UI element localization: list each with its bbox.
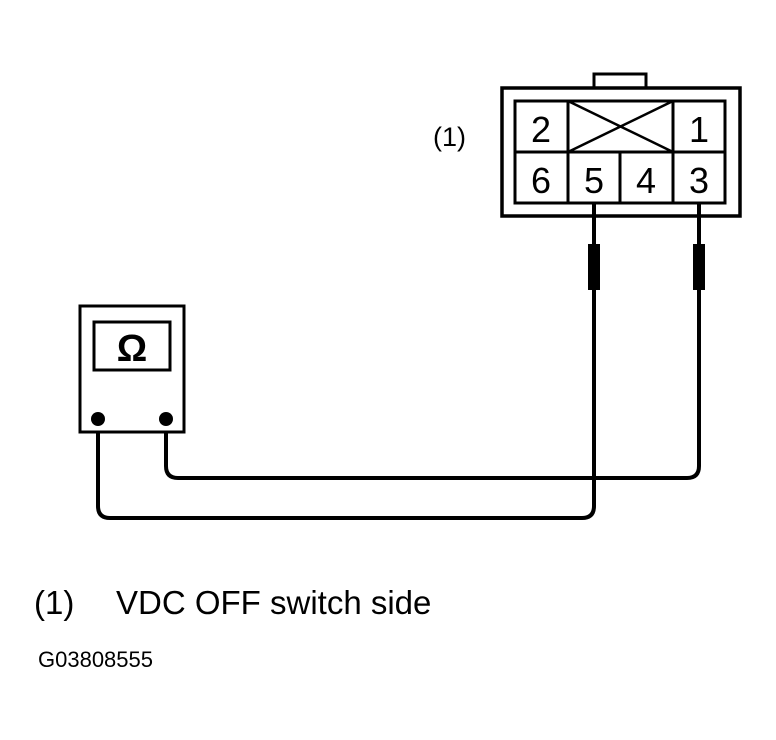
- connector-lock-tab: [592, 72, 648, 90]
- connector-callout: (1): [433, 122, 466, 152]
- ohmmeter-display: [92, 320, 172, 372]
- figure-id: G03808555: [38, 647, 153, 672]
- pin-label-3: 3: [689, 160, 709, 201]
- probe-pin-5: [588, 203, 600, 290]
- pin-label-6: 6: [531, 160, 551, 201]
- test-lead-pin-3: [164, 290, 701, 480]
- ohmmeter-terminal-left: [91, 412, 105, 426]
- empty-cavity-cross: [567, 99, 674, 154]
- caption-text: VDC OFF switch side: [116, 584, 431, 621]
- ohm-symbol-icon: Ω: [117, 328, 147, 370]
- pin-label-4: 4: [636, 160, 656, 201]
- pin-label-1: 1: [689, 109, 709, 150]
- connector: 2 1 6 5 4 3: [500, 72, 742, 218]
- pin-label-2: 2: [531, 109, 551, 150]
- ohmmeter: Ω: [78, 304, 186, 434]
- ohmmeter-terminal-right: [159, 412, 173, 426]
- caption-index: (1): [34, 584, 74, 621]
- test-lead-pin-5: [96, 290, 596, 520]
- pin-label-5: 5: [584, 160, 604, 201]
- probe-pin-3: [693, 203, 705, 290]
